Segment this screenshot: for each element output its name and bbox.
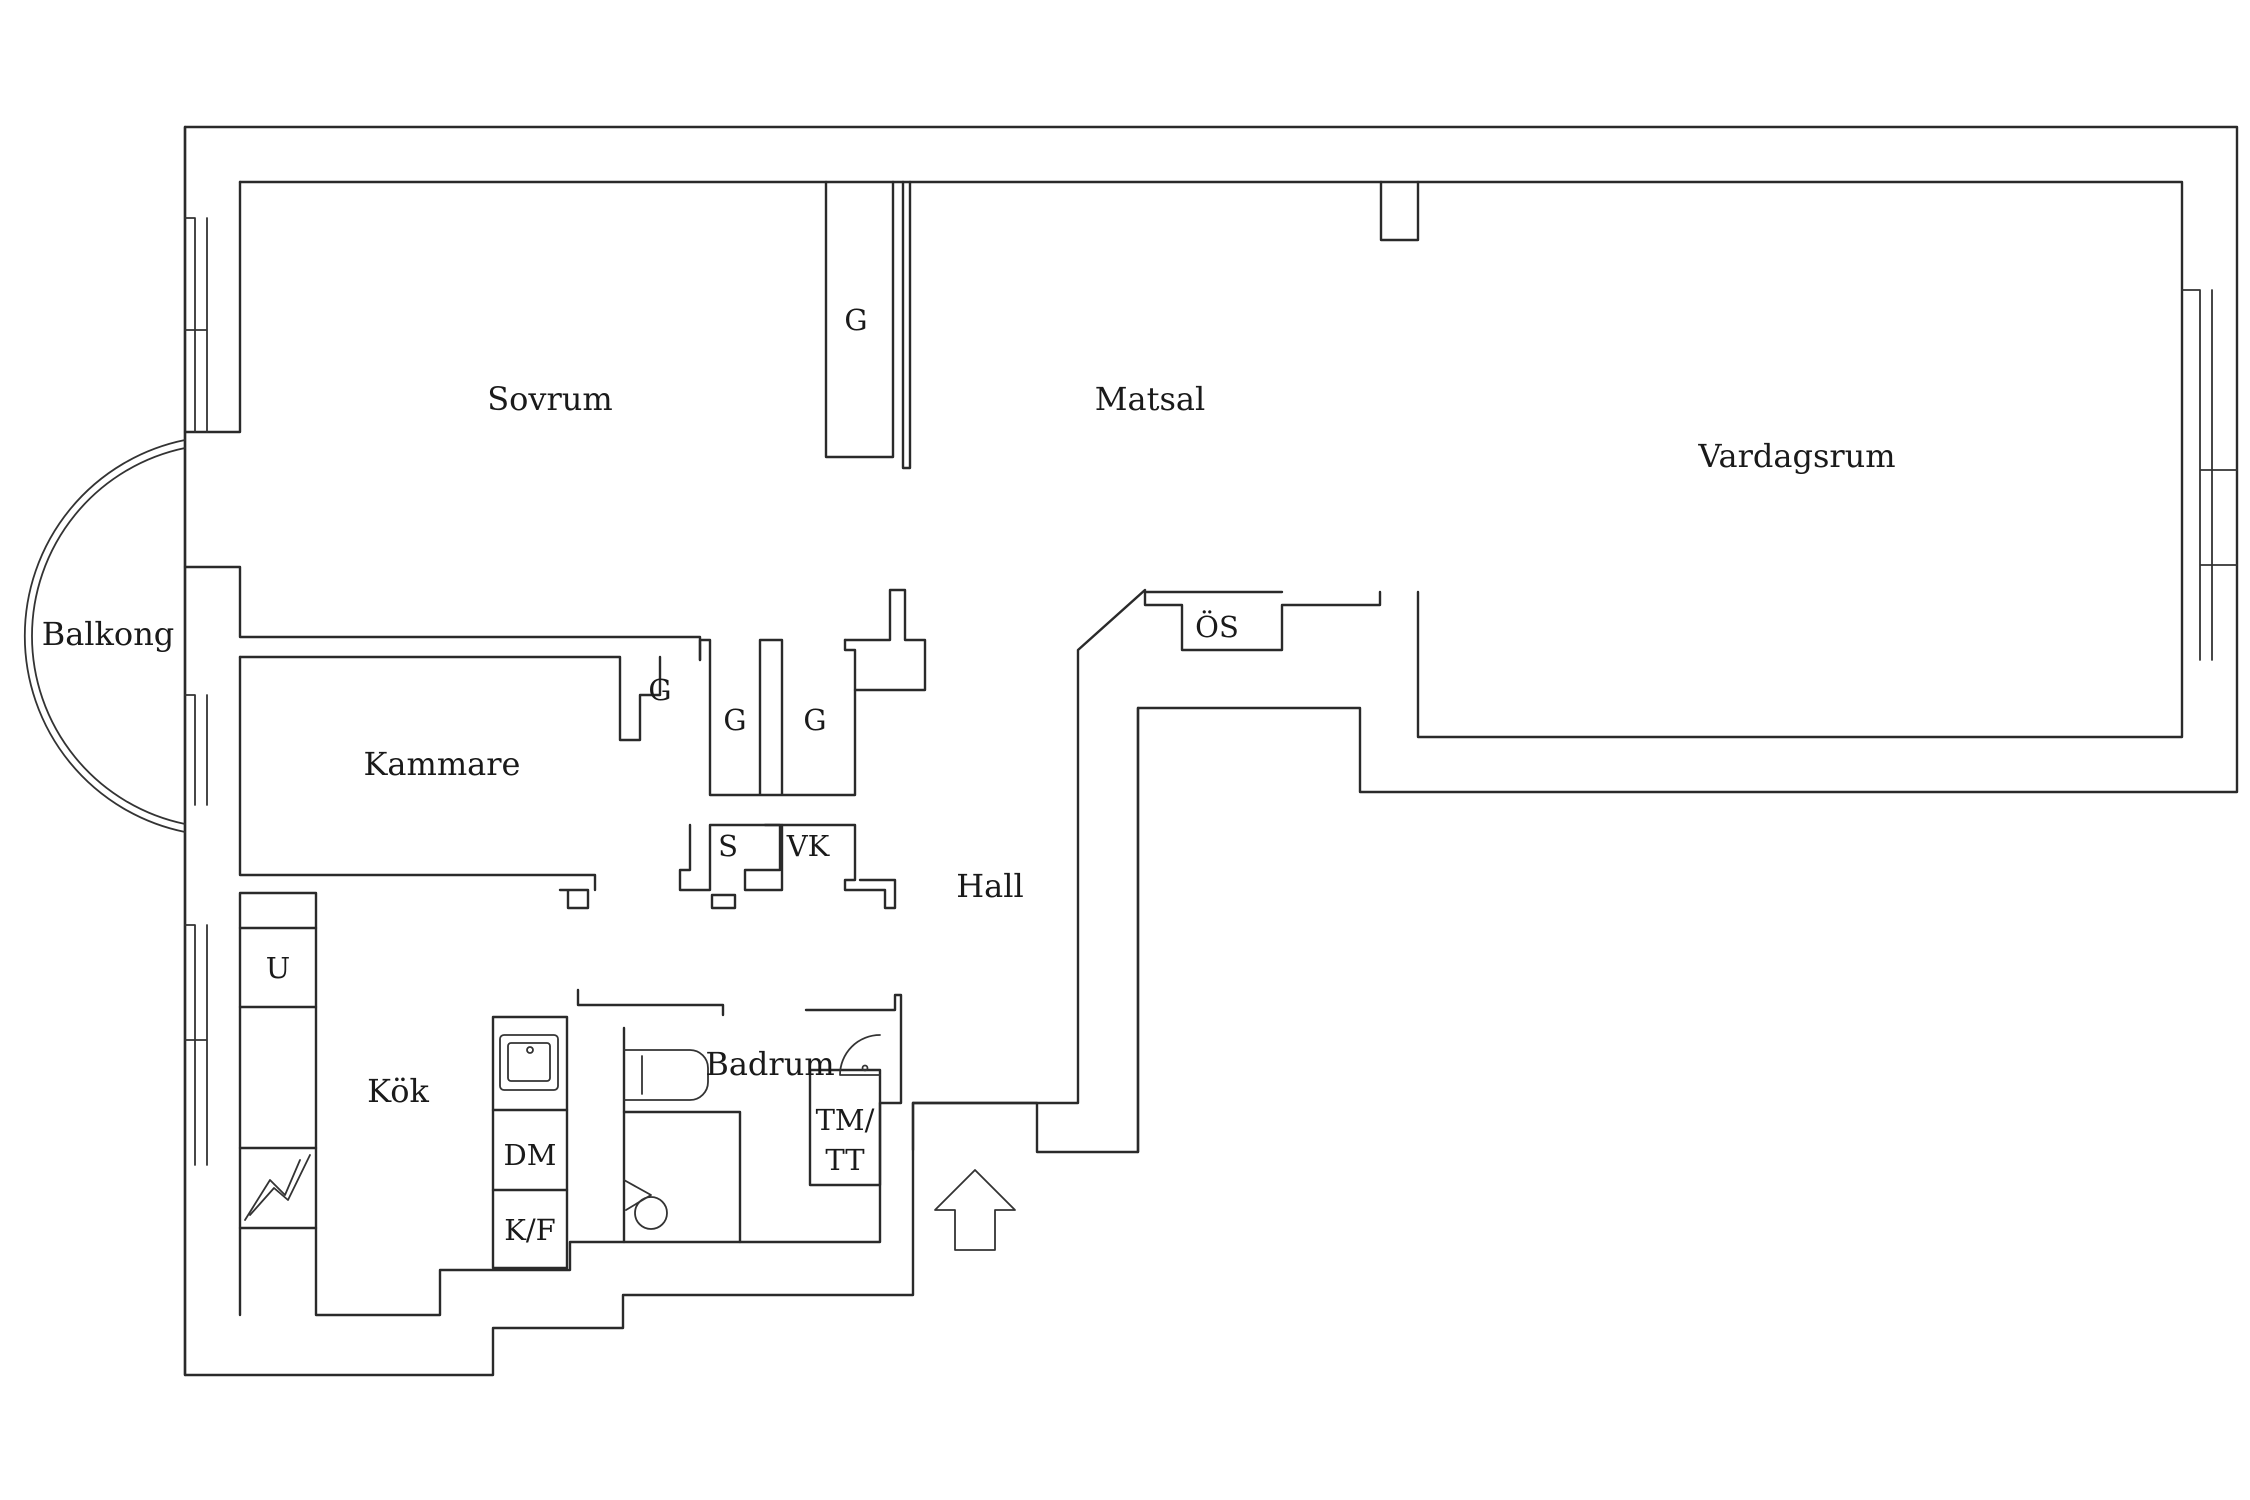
bathtub-icon	[623, 1049, 709, 1101]
fixture-label-tvattmaskin-line1: TM/	[816, 1103, 875, 1137]
fixture-label-varmvatten: VK	[786, 829, 831, 863]
windows	[184, 217, 2238, 1166]
washbasin-icon	[839, 1034, 881, 1076]
room-label-vardagsrum: Vardagsrum	[1697, 437, 1895, 475]
entrance-arrow-icon	[934, 1169, 1016, 1251]
fixture-label-garderob-hall-1: G	[723, 703, 746, 737]
room-label-kammare: Kammare	[364, 745, 521, 783]
fixture-label-overskap: ÖS	[1195, 609, 1239, 644]
fixture-label-garderob-hall-2: G	[803, 703, 826, 737]
stove-icon	[244, 1154, 311, 1221]
toilet-icon	[623, 1179, 668, 1230]
fixture-label-stad: S	[718, 829, 738, 863]
room-label-balkong: Balkong	[42, 615, 175, 653]
fixture-labels: G G G G S VK ÖS U DM K/F TM/ TT	[266, 303, 1239, 1247]
balcony	[23, 439, 186, 833]
fixture-label-diskmaskin: DM	[504, 1138, 557, 1172]
fixture-label-tvattmaskin-line2: TT	[825, 1143, 865, 1177]
room-labels: Sovrum Matsal Vardagsrum Balkong Kammare…	[42, 380, 1896, 1110]
fixture-label-garderob-kammare: G	[648, 673, 671, 707]
room-label-sovrum: Sovrum	[487, 380, 613, 418]
room-label-kok: Kök	[367, 1072, 429, 1110]
room-label-badrum: Badrum	[705, 1045, 834, 1083]
kitchen-counters	[238, 926, 569, 1270]
fixture-label-ugn: U	[266, 951, 290, 985]
fixture-label-garderob-sovrum: G	[844, 303, 867, 337]
room-label-hall: Hall	[956, 867, 1023, 905]
outer-walls	[183, 125, 2239, 1377]
sink-icon	[499, 1034, 559, 1091]
room-label-matsal: Matsal	[1095, 380, 1205, 418]
interior-walls	[238, 180, 1420, 1244]
fixture-label-kyl-frys: K/F	[504, 1213, 556, 1247]
